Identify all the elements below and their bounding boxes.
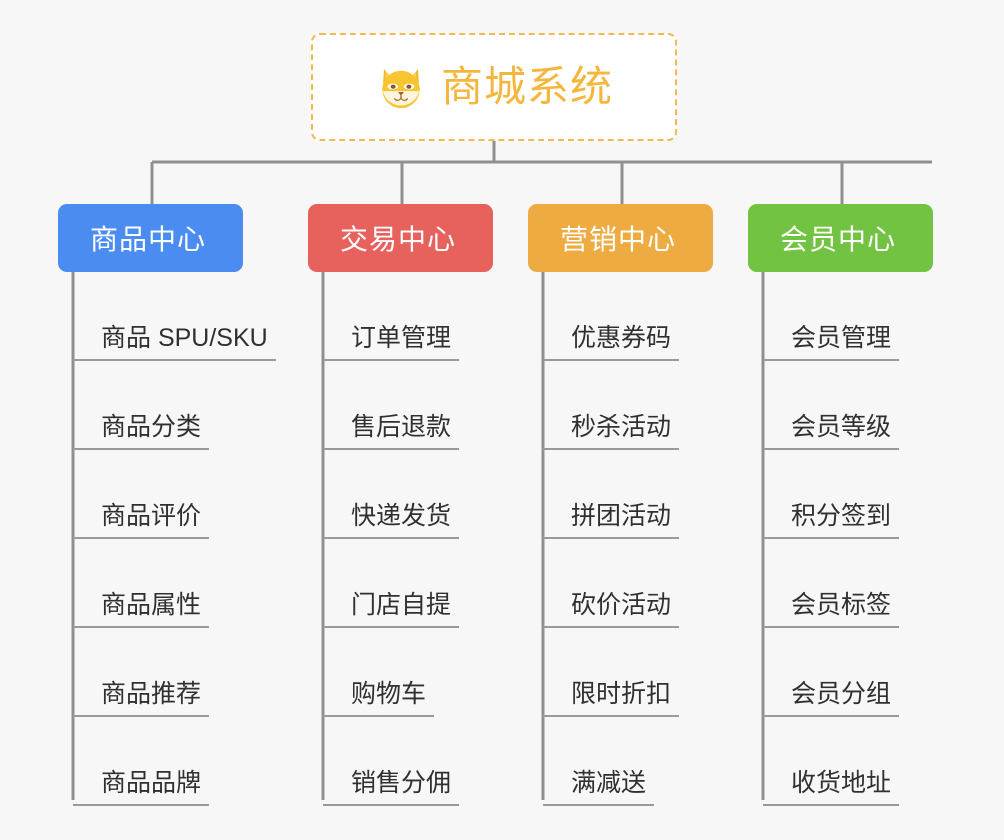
leaf-item[interactable]: 收货地址 (748, 717, 988, 806)
leaf-item-label: 砍价活动 (543, 591, 680, 628)
leaf-item-label: 商品分类 (73, 413, 210, 450)
leaf-item-label: 商品评价 (73, 502, 210, 539)
leaf-item[interactable]: 会员分组 (748, 628, 988, 717)
leaf-item[interactable]: 限时折扣 (528, 628, 768, 717)
root-title: 商城系统 (440, 63, 613, 110)
leaf-item[interactable]: 商品评价 (58, 450, 298, 539)
leaf-item-label: 售后退款 (323, 413, 460, 450)
leaf-item[interactable]: 拼团活动 (528, 450, 768, 539)
leaf-item[interactable]: 会员等级 (748, 361, 988, 450)
leaf-item-label: 会员标签 (763, 591, 900, 628)
leaf-item[interactable]: 满减送 (528, 717, 768, 806)
leaf-item-label: 订单管理 (323, 324, 460, 361)
leaf-item-label: 积分签到 (763, 502, 900, 539)
leaf-item-label: 优惠券码 (543, 324, 680, 361)
leaf-item[interactable]: 商品 SPU/SKU (58, 272, 298, 361)
leaf-item-label: 快递发货 (323, 502, 460, 539)
leaf-item[interactable]: 快递发货 (308, 450, 548, 539)
leaf-item-label: 秒杀活动 (543, 413, 680, 450)
branch-column-member: 会员中心 会员管理 会员等级 积分签到 会员标签 会员分组 收货地址 (748, 204, 988, 806)
leaf-item[interactable]: 门店自提 (308, 539, 548, 628)
leaf-item[interactable]: 购物车 (308, 628, 548, 717)
leaf-item[interactable]: 销售分佣 (308, 717, 548, 806)
leaf-item-label: 会员管理 (763, 324, 900, 361)
branch-header-member[interactable]: 会员中心 (748, 204, 933, 272)
leaf-list-member: 会员管理 会员等级 积分签到 会员标签 会员分组 收货地址 (748, 272, 988, 806)
leaf-item[interactable]: 优惠券码 (528, 272, 768, 361)
branch-header-trade[interactable]: 交易中心 (308, 204, 493, 272)
root-node-content: 商城系统 (375, 61, 613, 113)
leaf-item-label: 购物车 (323, 680, 435, 717)
leaf-list-marketing: 优惠券码 秒杀活动 拼团活动 砍价活动 限时折扣 满减送 (528, 272, 768, 806)
leaf-item[interactable]: 会员管理 (748, 272, 988, 361)
leaf-item[interactable]: 商品推荐 (58, 628, 298, 717)
leaf-item-label: 门店自提 (323, 591, 460, 628)
leaf-item-label: 商品品牌 (73, 769, 210, 806)
branch-column-trade: 交易中心 订单管理 售后退款 快递发货 门店自提 购物车 销售分佣 (308, 204, 548, 806)
leaf-item-label: 商品推荐 (73, 680, 210, 717)
leaf-item-label: 商品 SPU/SKU (73, 324, 276, 361)
leaf-item[interactable]: 订单管理 (308, 272, 548, 361)
leaf-item[interactable]: 砍价活动 (528, 539, 768, 628)
shiba-dog-face-icon (382, 69, 420, 109)
branch-header-product[interactable]: 商品中心 (58, 204, 243, 272)
leaf-item-label: 销售分佣 (323, 769, 460, 806)
branch-column-product: 商品中心 商品 SPU/SKU 商品分类 商品评价 商品属性 商品推荐 商品品牌 (58, 204, 298, 806)
leaf-list-trade: 订单管理 售后退款 快递发货 门店自提 购物车 销售分佣 (308, 272, 548, 806)
leaf-item[interactable]: 商品属性 (58, 539, 298, 628)
leaf-item-label: 收货地址 (763, 769, 900, 806)
leaf-item-label: 满减送 (543, 769, 655, 806)
leaf-item-label: 拼团活动 (543, 502, 680, 539)
leaf-item-label: 会员等级 (763, 413, 900, 450)
leaf-item[interactable]: 积分签到 (748, 450, 988, 539)
leaf-item-label: 商品属性 (73, 591, 210, 628)
leaf-list-product: 商品 SPU/SKU 商品分类 商品评价 商品属性 商品推荐 商品品牌 (58, 272, 298, 806)
branch-column-marketing: 营销中心 优惠券码 秒杀活动 拼团活动 砍价活动 限时折扣 满减送 (528, 204, 768, 806)
branch-header-marketing[interactable]: 营销中心 (528, 204, 713, 272)
root-node[interactable]: 商城系统 (311, 33, 677, 141)
leaf-item[interactable]: 会员标签 (748, 539, 988, 628)
leaf-item[interactable]: 商品分类 (58, 361, 298, 450)
leaf-item[interactable]: 售后退款 (308, 361, 548, 450)
leaf-item[interactable]: 商品品牌 (58, 717, 298, 806)
leaf-item-label: 会员分组 (763, 680, 900, 717)
leaf-item-label: 限时折扣 (543, 680, 680, 717)
leaf-item[interactable]: 秒杀活动 (528, 361, 768, 450)
